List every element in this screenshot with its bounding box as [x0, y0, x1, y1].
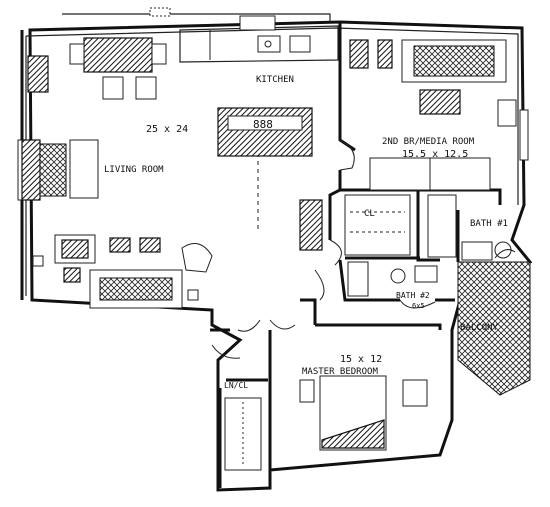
exterior-walls	[20, 13, 533, 492]
master-dims-label: 15 x 12	[340, 354, 382, 365]
second-br-label: 2ND BR/MEDIA ROOM	[382, 137, 475, 147]
second-br-dims-label: 15.5 x 12.5	[402, 149, 468, 160]
dining-table	[83, 37, 153, 73]
kitchen-island	[217, 107, 313, 157]
bath-fixtures	[347, 241, 512, 297]
closet	[344, 194, 457, 258]
fireplace	[21, 139, 41, 201]
second-bedroom-furniture	[299, 39, 517, 251]
dining-set	[27, 37, 167, 100]
balcony-floor	[457, 261, 531, 396]
closet-label: CL	[364, 209, 375, 219]
living-furniture	[21, 139, 213, 309]
master-bedroom-furniture	[224, 375, 428, 471]
media-sofa	[413, 45, 495, 77]
linen-closet-label: LN/CL	[224, 381, 248, 390]
bath2-dims-label: 6x5	[412, 302, 425, 310]
bath2-label: BATH #2	[396, 291, 430, 300]
bath1-label: BATH #1	[470, 219, 508, 229]
living-room-label: LIVING ROOM	[104, 165, 164, 175]
master-bedroom-label: MASTER BEDROOM	[302, 367, 378, 377]
balcony-label: BALCONY	[460, 323, 499, 333]
living-dims-label: 25 x 24	[146, 124, 188, 135]
door-swings	[211, 139, 516, 359]
kitchen-label: KITCHEN	[256, 75, 294, 85]
svg-text:888: 888	[253, 118, 273, 131]
kitchen-counter: 888	[179, 15, 339, 157]
sofa	[99, 277, 173, 301]
armchair	[181, 243, 213, 273]
